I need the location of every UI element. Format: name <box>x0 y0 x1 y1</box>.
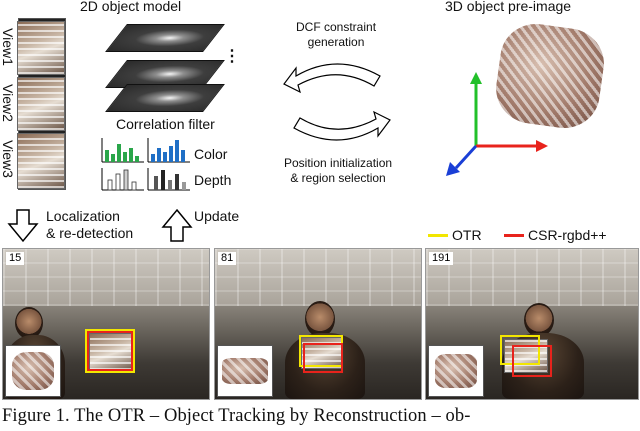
outline-down-arrow-icon <box>7 209 39 243</box>
color-hist-bar <box>117 144 121 162</box>
tracking-frame-3: 191 <box>425 248 639 400</box>
depth-hist-bar <box>182 182 186 190</box>
axis-x-head <box>536 140 548 152</box>
frame-number: 81 <box>218 252 237 265</box>
view1-photo <box>17 21 65 75</box>
ceiling <box>3 249 209 306</box>
legend-otr-label: OTR <box>452 227 482 243</box>
person-head <box>524 303 554 337</box>
csr-box <box>87 331 133 371</box>
view1-label: View1 <box>0 28 16 66</box>
color-histogram <box>101 138 190 163</box>
legend: OTR CSR-rgbd++ <box>428 226 638 244</box>
depth-hist-bar <box>107 179 113 191</box>
color-hist-bar <box>175 140 179 162</box>
otr-box <box>500 335 540 365</box>
depth-hist-bar <box>115 173 121 191</box>
tracking-frame-1: 15 <box>2 248 210 400</box>
legend-otr-swatch <box>428 234 448 237</box>
color-hist-bar <box>163 152 167 162</box>
outline-up-arrow-icon <box>161 208 193 242</box>
depth-hist-bar <box>168 180 172 190</box>
model-2d-title: 2D object model <box>80 0 182 14</box>
legend-csr-swatch <box>504 234 524 237</box>
view2-label: View2 <box>0 84 16 122</box>
view3-label: View3 <box>0 140 16 178</box>
ellipsis-icon: ⋮ <box>224 48 240 65</box>
axes-3d <box>446 72 548 176</box>
preimage-inset <box>217 345 273 397</box>
color-hist-bar <box>169 146 173 162</box>
depth-histogram <box>101 168 190 191</box>
filter-plane-1 <box>105 24 225 52</box>
view-photo-strip <box>17 18 66 190</box>
color-hist-bar <box>111 154 115 162</box>
figure-caption: Figure 1. The OTR – Object Tracking by R… <box>2 406 471 426</box>
otr-box <box>85 329 135 373</box>
preimage-inset <box>5 345 61 397</box>
histograms <box>101 138 190 191</box>
correlation-filter-label: Correlation filter <box>116 116 215 132</box>
depth-hist-bar <box>154 176 158 190</box>
ceiling <box>215 249 421 306</box>
person-head <box>15 307 43 339</box>
inset-blob <box>222 358 268 384</box>
color-hist-bar <box>181 150 185 162</box>
depth-hist-bar <box>175 174 179 190</box>
localization-label: Localization & re-detection <box>46 208 134 241</box>
tracking-frame-2: 81 <box>214 248 422 400</box>
color-hist-bar <box>151 154 155 162</box>
position-init-label: Position initialization & region selecti… <box>284 156 393 185</box>
frame-number: 191 <box>429 252 454 265</box>
color-hist-bar <box>123 152 127 162</box>
csr-box <box>303 343 343 373</box>
inset-blob <box>12 352 54 390</box>
color-label: Color <box>194 146 228 162</box>
view3-photo <box>17 133 65 189</box>
axis-y-head <box>470 72 482 84</box>
frame-number: 15 <box>6 252 25 265</box>
depth-hist-bar <box>161 170 165 190</box>
color-hist-bar <box>129 148 133 162</box>
filter-plane-3 <box>105 84 225 112</box>
preimage-inset <box>428 345 484 397</box>
view2-photo <box>17 77 65 131</box>
legend-csr-label: CSR-rgbd++ <box>528 227 607 243</box>
ceiling <box>426 249 638 306</box>
csr-box <box>512 345 552 377</box>
depth-hist-bar <box>131 181 137 191</box>
dcf-constraint-label: DCF constraint generation <box>296 20 377 49</box>
inset-blob <box>435 354 477 388</box>
person-head <box>305 301 335 337</box>
color-hist-bar <box>105 150 109 162</box>
curved-cycle-arrows-icon <box>283 63 391 141</box>
axis-z-head <box>446 162 460 176</box>
depth-hist-bar <box>123 169 129 191</box>
color-hist-bar <box>135 156 139 162</box>
depth-label: Depth <box>194 172 232 188</box>
axis-z <box>454 144 478 170</box>
preimage-3d-title: 3D object pre-image <box>445 0 572 14</box>
update-label: Update <box>194 208 240 224</box>
color-hist-bar <box>157 148 161 162</box>
